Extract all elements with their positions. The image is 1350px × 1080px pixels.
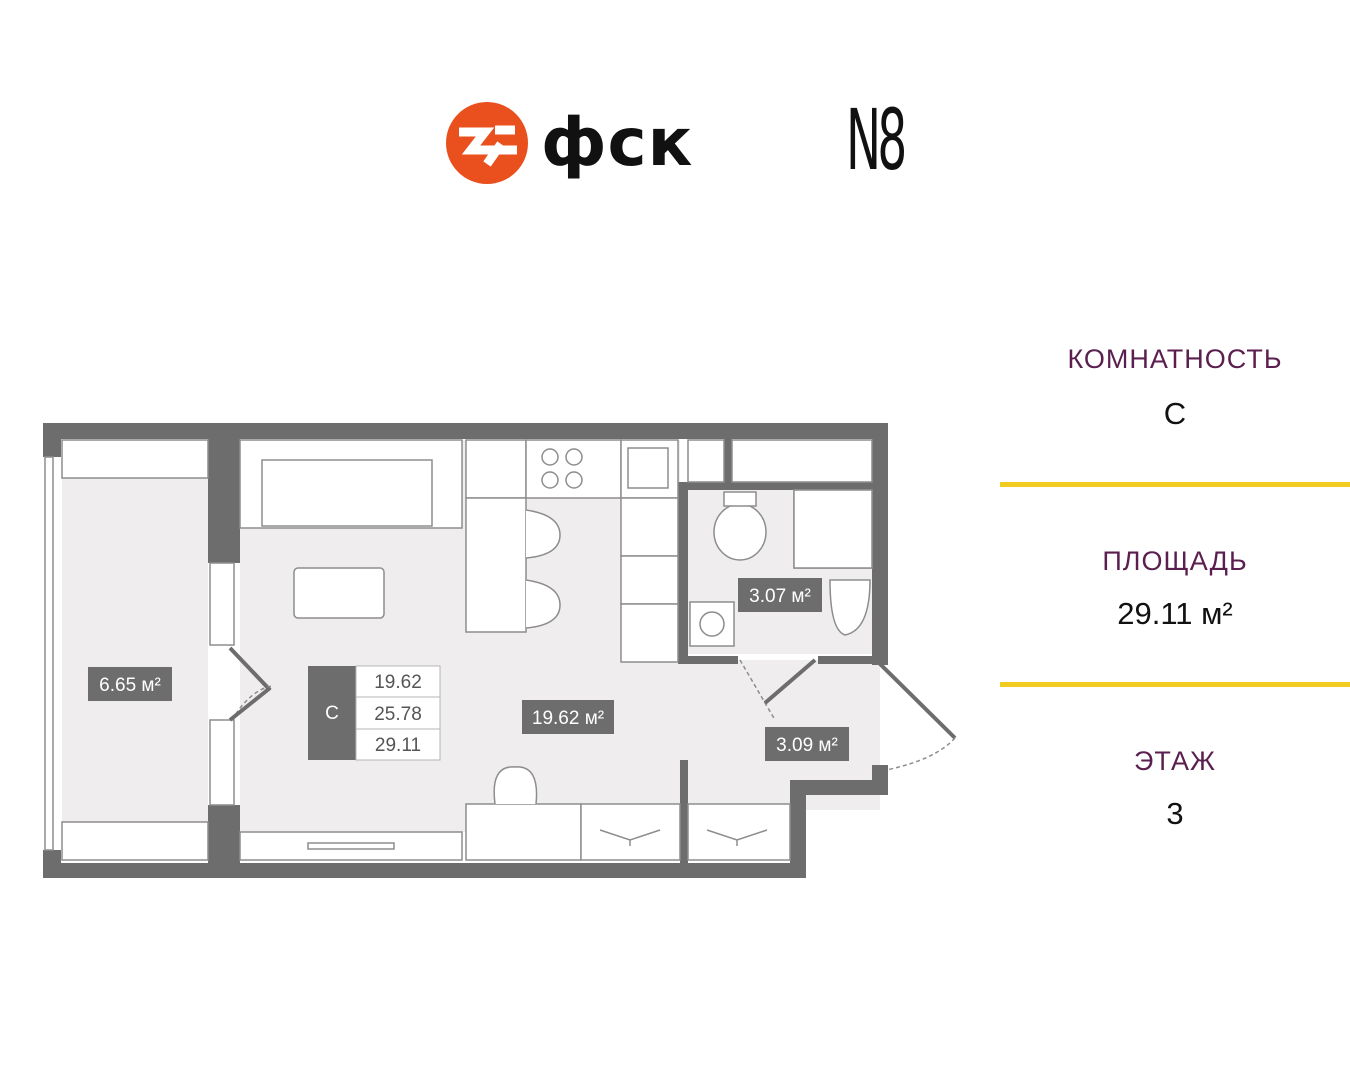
oven — [620, 497, 679, 557]
storage — [687, 439, 725, 483]
floor-label: ЭТАЖ — [1134, 746, 1216, 776]
rooms-value: С — [1163, 396, 1187, 431]
table-type: С — [325, 703, 339, 724]
walls — [43, 423, 888, 878]
coffee-table — [293, 567, 385, 619]
balcony-floor — [62, 440, 208, 860]
floor-plan: С 19.62 25.78 29.11 6.65 м² 19.62 м² 3.0… — [40, 420, 965, 890]
logo-wordmark: фск — [541, 104, 694, 181]
floor-plan-drawing: С 19.62 25.78 29.11 6.65 м² 19.62 м² 3.0… — [43, 423, 957, 878]
studio-area: 19.62 м² — [532, 708, 604, 729]
table-value: 29.11 — [375, 735, 421, 756]
hallway-area: 3.09 м² — [776, 735, 838, 756]
area-label: ПЛОЩАДЬ — [1102, 546, 1248, 576]
bathroom-area-badge — [738, 578, 822, 612]
desk — [465, 803, 582, 861]
balcony-door — [228, 646, 272, 692]
area-summary-table: С 19.62 25.78 29.11 — [308, 665, 441, 761]
bathroom-door — [763, 658, 817, 705]
divider — [1000, 682, 1350, 687]
table-value: 25.78 — [374, 704, 422, 725]
floor-value: 3 — [1166, 796, 1184, 831]
table-type-cell — [308, 666, 356, 760]
bar-counter — [465, 497, 527, 633]
bar-stool — [525, 579, 561, 629]
sofa-cushion — [261, 459, 433, 527]
hallway-area-badge — [765, 727, 849, 761]
balcony-glazing — [44, 439, 235, 861]
header: фск N8 — [0, 0, 1350, 260]
entrance-door — [876, 660, 957, 740]
area-value: 29.11 м² — [1117, 596, 1233, 631]
balcony-area: 6.65 м² — [99, 675, 161, 696]
fsk-logo: фск — [445, 100, 715, 190]
rooms-label: КОМНАТНОСТЬ — [1067, 344, 1283, 374]
fsk-logo-icon — [446, 102, 528, 184]
project-mark: N8 — [846, 91, 907, 189]
balcony-area-badge — [88, 667, 172, 701]
counter — [465, 439, 527, 499]
toilet — [713, 503, 767, 561]
table-value: 19.62 — [374, 672, 422, 693]
washbasin — [829, 579, 871, 636]
studio-furniture — [239, 439, 791, 861]
bathroom-fixtures — [687, 439, 873, 647]
apartment-info-panel: КОМНАТНОСТЬ С ПЛОЩАДЬ 29.11 м² ЭТАЖ 3 — [1000, 330, 1350, 850]
bathroom-door-arc — [739, 659, 776, 721]
chair — [493, 766, 538, 805]
bathroom-area: 3.07 м² — [749, 586, 811, 607]
studio-area-badge — [522, 700, 614, 734]
divider — [1000, 482, 1350, 487]
cabinet — [620, 555, 679, 605]
bar-stool — [525, 509, 561, 559]
fridge — [620, 603, 679, 663]
storage — [731, 439, 873, 483]
